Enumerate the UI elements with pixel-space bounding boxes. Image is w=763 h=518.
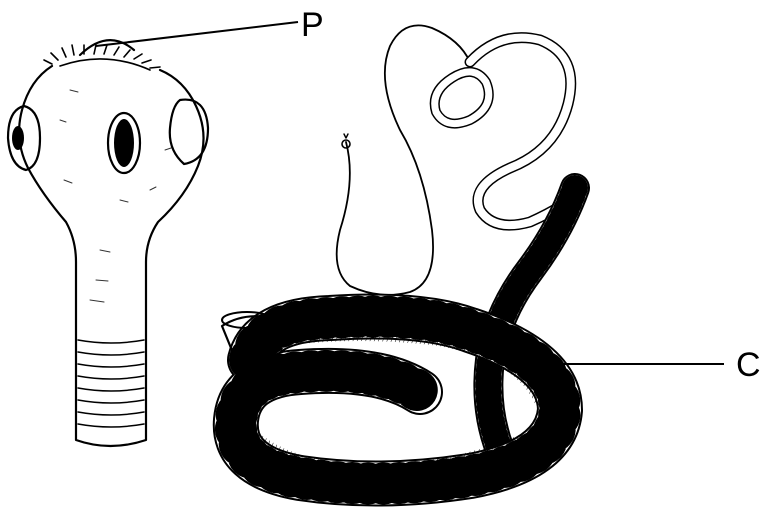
label-p: P [301, 8, 324, 42]
label-c: C [736, 348, 761, 382]
hooks [44, 45, 160, 70]
pointer-line-p [96, 22, 298, 46]
worm-thread [337, 25, 470, 295]
whole-worm-drawing [222, 25, 580, 483]
neck-segments [78, 340, 144, 427]
scolex-drawing [8, 40, 208, 446]
